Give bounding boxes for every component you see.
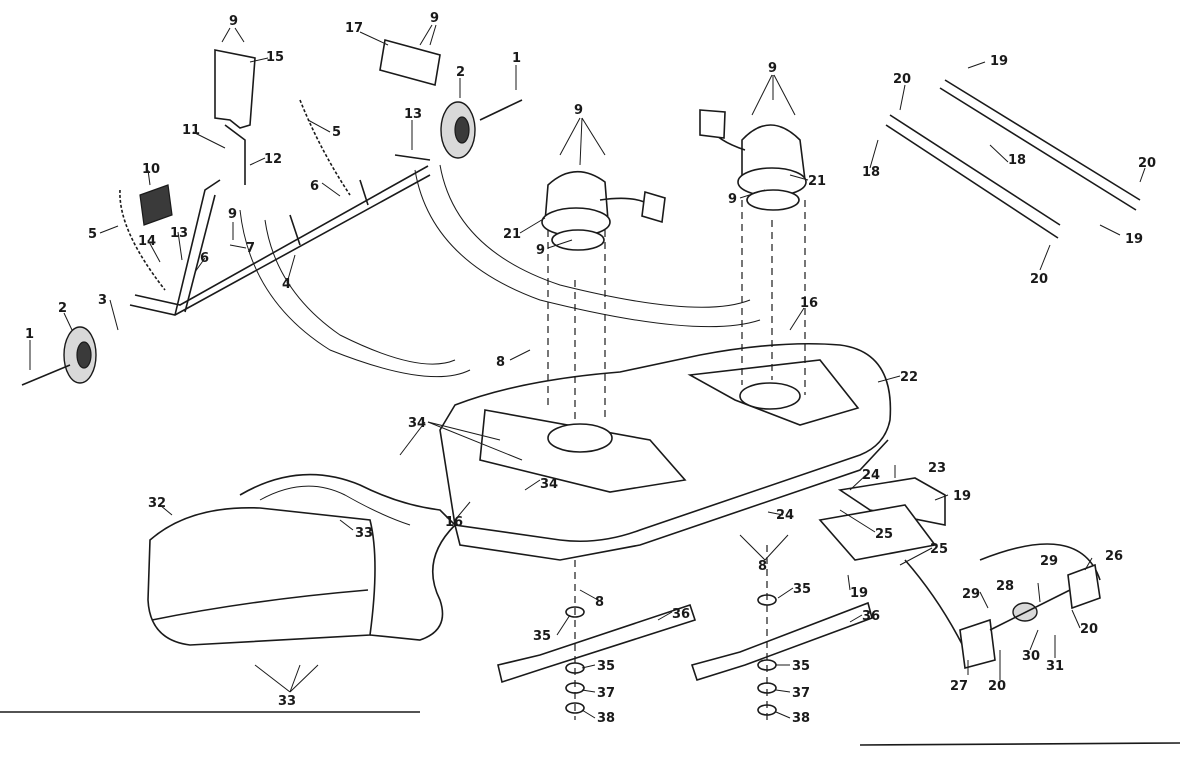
- callout-8: 8: [758, 559, 767, 574]
- callout-15: 15: [266, 50, 284, 65]
- callout-29: 29: [962, 587, 980, 602]
- callout-11: 11: [182, 123, 200, 138]
- callout-36: 36: [672, 607, 690, 622]
- rear-rods: [885, 79, 1141, 239]
- callout-36: 36: [862, 609, 880, 624]
- callout-32: 32: [148, 496, 166, 511]
- height-bracket: [214, 49, 256, 129]
- callout-labels: 9 15 9 17 1 2 13 5 11 12 6 10 5 14 13 6 …: [25, 11, 1156, 726]
- front-axle-assembly: [129, 154, 431, 316]
- front-wheel-right: [440, 101, 476, 159]
- callout-9: 9: [728, 192, 737, 207]
- callout-9: 9: [430, 11, 439, 26]
- callout-20: 20: [988, 679, 1006, 694]
- callout-24: 24: [776, 508, 794, 523]
- callout-35: 35: [533, 629, 551, 644]
- callout-33: 33: [355, 526, 373, 541]
- callout-20: 20: [1080, 622, 1098, 637]
- callout-34: 34: [408, 416, 426, 431]
- rear-roller-assembly: [904, 543, 1101, 670]
- callout-20: 20: [893, 72, 911, 87]
- callout-8: 8: [595, 595, 604, 610]
- callout-22: 22: [900, 370, 918, 385]
- belt-loops: [239, 164, 761, 378]
- adjust-knob: [139, 184, 173, 226]
- callout-24: 24: [862, 468, 880, 483]
- callout-19: 19: [850, 586, 868, 601]
- callout-14: 14: [138, 234, 156, 249]
- callout-38: 38: [597, 711, 615, 726]
- callout-1: 1: [25, 327, 34, 342]
- callout-30: 30: [1022, 649, 1040, 664]
- callout-37: 37: [597, 686, 615, 701]
- callout-18: 18: [1008, 153, 1026, 168]
- callout-19: 19: [953, 489, 971, 504]
- callout-18: 18: [862, 165, 880, 180]
- callout-35: 35: [792, 659, 810, 674]
- callout-2: 2: [58, 301, 67, 316]
- top-bracket: [379, 38, 441, 87]
- callout-19: 19: [990, 54, 1008, 69]
- callout-35: 35: [793, 582, 811, 597]
- axle-bolt-right: [479, 99, 523, 121]
- rear-bracket: [818, 477, 946, 561]
- callout-12: 12: [264, 152, 282, 167]
- callout-9: 9: [228, 207, 237, 222]
- callout-13: 13: [170, 226, 188, 241]
- blade-right: [690, 601, 873, 681]
- callout-3: 3: [98, 293, 107, 308]
- callout-34: 34: [540, 477, 558, 492]
- callout-4: 4: [282, 277, 291, 292]
- callout-5: 5: [88, 227, 97, 242]
- callout-38: 38: [792, 711, 810, 726]
- callout-33: 33: [278, 694, 296, 709]
- callout-25: 25: [930, 542, 948, 557]
- washer-stack-right: [757, 545, 777, 720]
- callout-20: 20: [1030, 272, 1048, 287]
- callout-1: 1: [512, 51, 521, 66]
- callout-20: 20: [1138, 156, 1156, 171]
- callout-2: 2: [456, 65, 465, 80]
- callout-6: 6: [200, 251, 209, 266]
- callout-16: 16: [800, 296, 818, 311]
- callout-6: 6: [310, 179, 319, 194]
- callout-35: 35: [597, 659, 615, 674]
- deck-housing: [439, 200, 892, 561]
- callout-5: 5: [332, 125, 341, 140]
- callout-13: 13: [404, 107, 422, 122]
- callout-9: 9: [574, 103, 583, 118]
- callout-28: 28: [996, 579, 1014, 594]
- chain-right: [299, 99, 351, 196]
- spindle-assembly-right: [699, 109, 807, 211]
- leader-lines: [29, 24, 1146, 719]
- border-line-right: [859, 742, 1181, 746]
- callout-29: 29: [1040, 554, 1058, 569]
- callout-26: 26: [1105, 549, 1123, 564]
- callout-23: 23: [928, 461, 946, 476]
- callout-9: 9: [229, 14, 238, 29]
- spindle-assembly-left: [541, 170, 666, 251]
- callout-25: 25: [875, 527, 893, 542]
- callout-7: 7: [246, 241, 255, 256]
- callout-9: 9: [768, 61, 777, 76]
- callout-21: 21: [503, 227, 521, 242]
- callout-27: 27: [950, 679, 968, 694]
- washer-stack-left: [565, 560, 585, 720]
- callout-31: 31: [1046, 659, 1064, 674]
- discharge-chute: [147, 473, 457, 646]
- blade-left: [497, 603, 697, 684]
- axle-bolt-left: [21, 364, 71, 386]
- callout-37: 37: [792, 686, 810, 701]
- front-wheel-left: [63, 326, 97, 384]
- callout-10: 10: [142, 162, 160, 177]
- chain-left: [119, 189, 166, 291]
- callout-19: 19: [1125, 232, 1143, 247]
- callout-9: 9: [536, 243, 545, 258]
- callout-8: 8: [496, 355, 505, 370]
- callout-16: 16: [445, 515, 463, 530]
- callout-17: 17: [345, 21, 363, 36]
- callout-21: 21: [808, 174, 826, 189]
